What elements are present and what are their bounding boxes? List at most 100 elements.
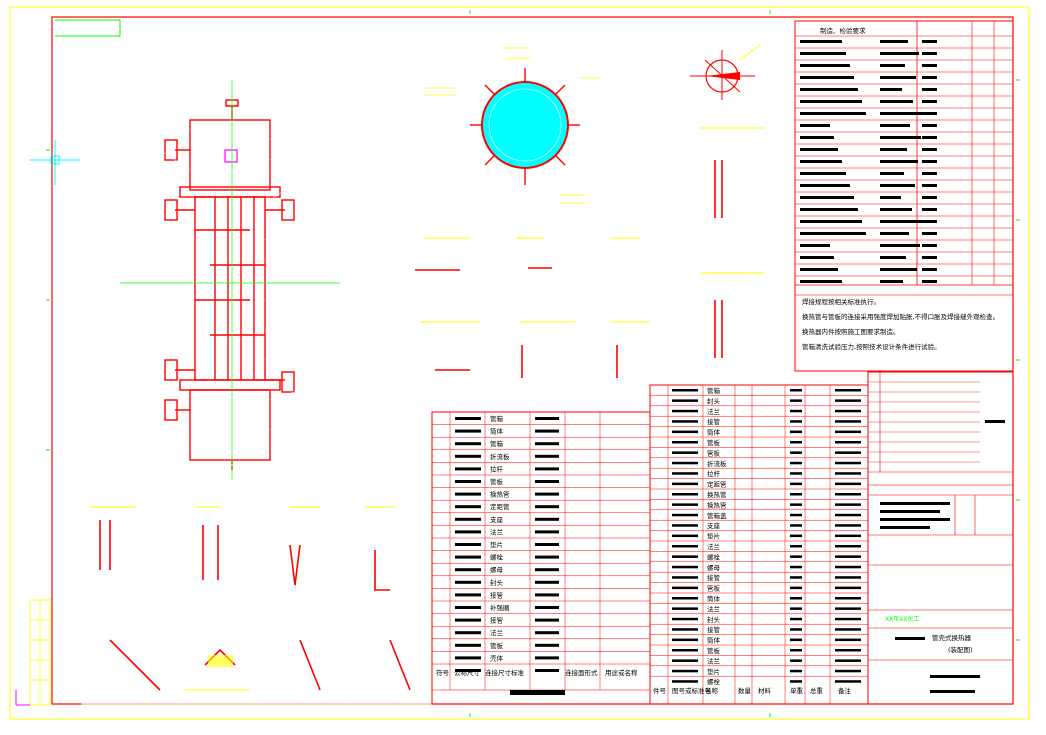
spec-row-text bbox=[800, 280, 842, 283]
parts-drawing-cell bbox=[672, 617, 698, 621]
parts-remark-cell bbox=[835, 524, 861, 527]
parts-drawing-cell bbox=[672, 659, 698, 662]
spec-row-value bbox=[880, 256, 906, 259]
nozzle-size-cell bbox=[455, 492, 481, 496]
spec-row-value bbox=[880, 220, 923, 223]
nozzle-size-cell bbox=[455, 467, 481, 471]
parts-label: 法兰 bbox=[707, 604, 721, 613]
parts-label: 接管 bbox=[707, 573, 721, 582]
parts-weight-cell bbox=[790, 669, 802, 673]
parts-header-7: 总重 bbox=[810, 686, 824, 695]
parts-drawing-cell bbox=[672, 597, 698, 600]
parts-weight-cell bbox=[790, 441, 802, 444]
nozzle-size-cell bbox=[455, 606, 481, 609]
parts-label: 定距管 bbox=[707, 480, 727, 489]
parts-weight-cell bbox=[790, 409, 802, 413]
nozzle-size-cell bbox=[455, 669, 481, 672]
parts-drawing-cell bbox=[672, 649, 698, 652]
parts-remark-cell bbox=[835, 565, 861, 569]
nozzle-face-cell bbox=[535, 530, 559, 534]
nozzle-label: 接管 bbox=[490, 616, 504, 625]
spec-row-text bbox=[800, 52, 846, 55]
nozzle-face-cell bbox=[535, 480, 559, 483]
parts-drawing-cell bbox=[672, 576, 698, 579]
spec-row-text bbox=[922, 64, 937, 67]
parts-label: 封头 bbox=[707, 615, 721, 624]
nozzle-size-cell bbox=[455, 417, 481, 420]
parts-drawing-cell bbox=[672, 441, 698, 444]
nozzle-label: 垫片 bbox=[490, 540, 503, 549]
parts-remark-cell bbox=[835, 638, 861, 642]
spec-row-text bbox=[800, 88, 858, 91]
parts-remark-cell bbox=[835, 472, 861, 475]
nozzle-label: 法兰 bbox=[490, 527, 504, 536]
parts-drawing-cell bbox=[672, 628, 698, 631]
spec-row-value bbox=[880, 112, 924, 115]
parts-label: 管板 bbox=[707, 448, 721, 457]
parts-list: 管箱封头法兰接管筒体管板管板折流板拉杆定距管换热管换热管管箱盖支座垫片法兰螺栓螺… bbox=[649, 384, 869, 705]
spec-row-text bbox=[922, 148, 937, 151]
parts-remark-cell bbox=[835, 493, 861, 496]
spec-row-text bbox=[922, 232, 937, 235]
parts-label: 筒体 bbox=[707, 428, 721, 437]
parts-remark-cell bbox=[835, 441, 861, 444]
nozzle-size-cell bbox=[455, 631, 481, 635]
parts-label: 换热管 bbox=[707, 500, 727, 509]
parts-label: 管板 bbox=[707, 646, 721, 655]
nozzle-label: 螺栓 bbox=[490, 553, 504, 562]
parts-remark-cell bbox=[835, 461, 861, 465]
parts-drawing-cell bbox=[672, 389, 698, 392]
spec-row-text bbox=[800, 124, 830, 127]
nozzle-face-cell bbox=[535, 593, 559, 597]
spec-row-text bbox=[922, 280, 937, 283]
parts-remark-cell bbox=[835, 607, 861, 610]
spec-row-text bbox=[800, 268, 838, 271]
spec-row-text bbox=[800, 184, 850, 187]
spec-row-text bbox=[922, 256, 937, 259]
spec-row-value bbox=[880, 76, 916, 79]
nozzle-size-cell bbox=[455, 517, 481, 521]
parts-weight-cell bbox=[790, 513, 802, 517]
nozzle-label: 管箱 bbox=[490, 439, 504, 448]
nozzle-face-cell bbox=[535, 656, 559, 660]
parts-weight-cell bbox=[790, 586, 802, 590]
nozzle-size-cell bbox=[455, 568, 481, 572]
parts-header-1: 件号 bbox=[653, 686, 667, 695]
parts-header-2: 图号或标准号 bbox=[672, 686, 712, 695]
spec-row-text bbox=[800, 148, 838, 151]
bottom-strip bbox=[432, 689, 650, 695]
elevation-view bbox=[90, 72, 370, 480]
spec-row-text bbox=[922, 208, 937, 211]
nozzle-header-3: 连接尺寸标准 bbox=[485, 668, 525, 677]
parts-remark-cell bbox=[835, 555, 861, 558]
nozzle-label: 接管 bbox=[490, 590, 504, 599]
parts-label: 垫片 bbox=[707, 667, 720, 676]
parts-remark-cell bbox=[835, 628, 861, 631]
spec-row-text bbox=[922, 160, 937, 163]
nozzle-face-cell bbox=[535, 467, 559, 471]
nozzle-size-cell bbox=[455, 543, 481, 546]
nozzle-face-cell bbox=[535, 417, 559, 420]
parts-header-8: 备注 bbox=[838, 686, 852, 695]
parts-weight-cell bbox=[790, 503, 802, 506]
nozzle-face-cell bbox=[535, 568, 559, 572]
lower-details bbox=[74, 506, 623, 705]
nozzle-header-5: 用途或名称 bbox=[605, 668, 638, 677]
spec-row-text bbox=[922, 100, 937, 103]
parts-remark-cell bbox=[835, 545, 861, 548]
parts-header-3: 名称 bbox=[705, 686, 719, 695]
parts-weight-cell bbox=[790, 638, 802, 642]
spec-row-value bbox=[880, 52, 919, 55]
parts-label: 折流板 bbox=[707, 459, 727, 468]
spec-row-value bbox=[880, 244, 920, 247]
nozzle-size-cell bbox=[455, 530, 481, 534]
parts-label: 筒体 bbox=[707, 636, 721, 645]
parts-remark-cell bbox=[835, 680, 861, 683]
nozzle-size-cell bbox=[455, 454, 481, 458]
spec-row-text bbox=[800, 256, 834, 259]
nozzle-header-2: 公称尺寸 bbox=[454, 668, 481, 677]
parts-label: 拉杆 bbox=[707, 469, 721, 478]
spec-row-text bbox=[800, 76, 854, 79]
parts-weight-cell bbox=[790, 534, 802, 538]
spec-row-text bbox=[922, 112, 937, 115]
